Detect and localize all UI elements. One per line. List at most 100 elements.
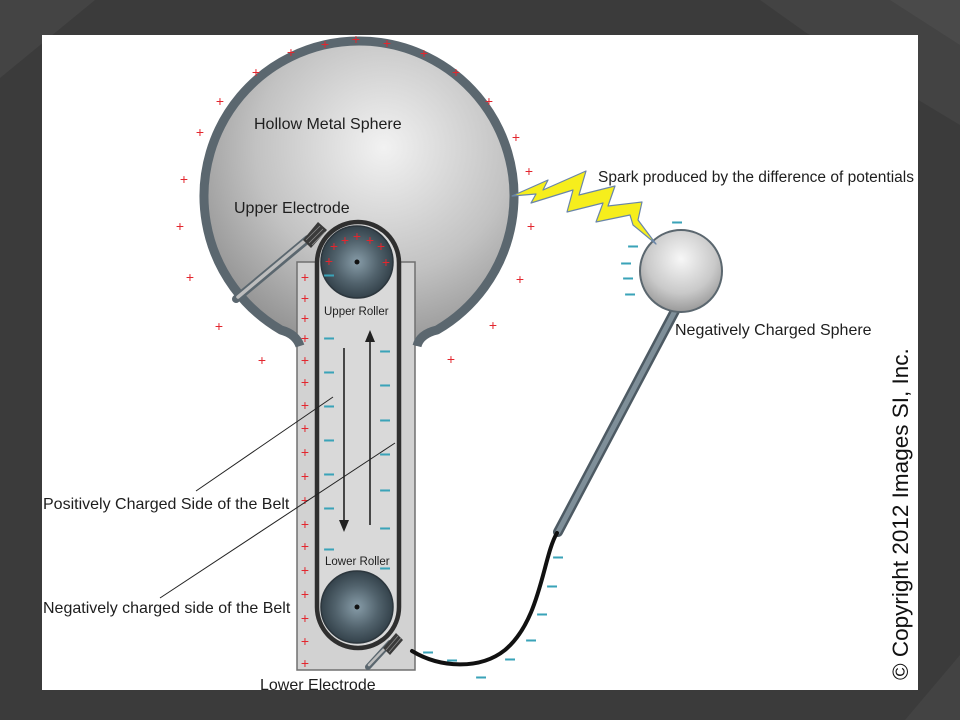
positive-charge-sign: +	[301, 330, 309, 346]
label-upper-roller: Upper Roller	[324, 306, 389, 318]
negative-charge-sign: –	[627, 235, 638, 257]
positive-charge-sign: +	[527, 218, 535, 234]
positive-charge-sign: +	[215, 318, 223, 334]
positive-charge-sign: +	[252, 64, 260, 80]
negative-charge-sign: –	[475, 666, 486, 688]
label-positive-side: Positively Charged Side of the Belt	[43, 496, 290, 513]
positive-charge-sign: +	[301, 516, 309, 532]
positive-charge-sign: +	[301, 633, 309, 649]
negative-charge-sign: –	[620, 252, 631, 274]
charge-signs: ++++++++++++++++++++++++++++++++++++++++…	[176, 31, 683, 688]
positive-charge-sign: +	[301, 397, 309, 413]
positive-charge-sign: +	[301, 310, 309, 326]
negative-charge-sign: –	[525, 629, 536, 651]
positive-charge-sign: +	[301, 444, 309, 460]
positive-charge-sign: +	[180, 171, 188, 187]
positive-charge-sign: +	[420, 45, 428, 61]
positive-charge-sign: +	[512, 129, 520, 145]
negative-charge-sign: –	[536, 603, 547, 625]
background-facet	[905, 655, 960, 720]
positive-charge-sign: +	[186, 269, 194, 285]
negative-charge-sign: –	[323, 264, 334, 286]
positive-charge-sign: +	[330, 238, 338, 254]
negative-charge-sign: –	[671, 211, 682, 233]
positive-charge-sign: +	[516, 271, 524, 287]
negative-charge-sign: –	[379, 409, 390, 431]
background-facet	[890, 0, 960, 45]
upper-electrode-brush	[303, 222, 327, 248]
label-negatively-charged-sphere: Negatively Charged Sphere	[675, 322, 872, 339]
lower-roller	[320, 570, 394, 644]
label-lower-electrode: Lower Electrode	[260, 677, 376, 694]
negative-charge-sign: –	[552, 546, 563, 568]
belt-up-arrow	[365, 330, 375, 525]
lower-electrode	[365, 633, 403, 670]
negative-charge-sign: –	[622, 267, 633, 289]
positive-charge-sign: +	[525, 163, 533, 179]
hollow-metal-sphere	[203, 41, 514, 347]
positive-charge-sign: +	[301, 492, 309, 508]
positive-charge-sign: +	[341, 232, 349, 248]
positive-charge-sign: +	[301, 269, 309, 285]
negative-charge-sign: –	[379, 479, 390, 501]
copyright-notice: © Copyright 2012 Images SI, Inc.	[888, 348, 913, 680]
label-lower-roller: Lower Roller	[325, 556, 390, 568]
positive-charge-sign: +	[287, 44, 295, 60]
positive-charge-sign: +	[301, 352, 309, 368]
positive-charge-sign: +	[301, 468, 309, 484]
positive-charge-sign: +	[176, 218, 184, 234]
positive-charge-sign: +	[301, 610, 309, 626]
negative-charge-sign: –	[323, 463, 334, 485]
positive-charge-sign: +	[382, 254, 390, 270]
positive-charge-sign: +	[485, 93, 493, 109]
positive-charge-sign: +	[301, 655, 309, 671]
positive-charge-sign: +	[216, 93, 224, 109]
positive-charge-sign: +	[377, 238, 385, 254]
connecting-wire	[410, 531, 559, 667]
positive-charge-sign: +	[196, 124, 204, 140]
lower-electrode-brush	[383, 633, 403, 655]
positive-charge-sign: +	[301, 290, 309, 306]
grounding-rod	[553, 304, 681, 537]
positive-charge-sign: +	[301, 562, 309, 578]
positive-charge-sign: +	[301, 538, 309, 554]
positive-charge-sign: +	[258, 352, 266, 368]
negative-charge-sign: –	[504, 648, 515, 670]
negative-charge-sign: –	[446, 649, 457, 671]
positive-charge-sign: +	[301, 586, 309, 602]
negative-charge-sign: –	[323, 395, 334, 417]
negative-charge-sign: –	[624, 283, 635, 305]
belt-down-arrow	[339, 348, 349, 532]
negative-charge-sign: –	[422, 641, 433, 663]
positive-charge-sign: +	[352, 31, 360, 47]
upper-electrode	[232, 222, 327, 303]
positive-charge-sign: +	[353, 228, 361, 244]
negatively-charged-sphere	[639, 229, 723, 313]
positive-charge-sign: +	[489, 317, 497, 333]
positive-charge-sign: +	[383, 35, 391, 51]
negative-charge-sign: –	[323, 361, 334, 383]
positive-charge-sign: +	[366, 232, 374, 248]
label-hollow-metal-sphere: Hollow Metal Sphere	[254, 116, 402, 133]
label-spark: Spark produced by the difference of pote…	[598, 169, 914, 186]
negative-charge-sign: –	[323, 327, 334, 349]
negative-charge-sign: –	[323, 429, 334, 451]
positive-charge-sign: +	[301, 420, 309, 436]
negative-charge-sign: –	[379, 443, 390, 465]
leader-line-negative-side	[159, 442, 396, 599]
spark-bolt	[511, 170, 657, 245]
negative-charge-sign: –	[323, 538, 334, 560]
negative-charge-sign: –	[379, 374, 390, 396]
positive-charge-sign: +	[447, 351, 455, 367]
leader-line-positive-side	[195, 396, 334, 492]
negative-charge-sign: –	[379, 340, 390, 362]
label-upper-electrode: Upper Electrode	[234, 200, 350, 217]
negative-charge-sign: –	[379, 517, 390, 539]
negative-charge-sign: –	[323, 497, 334, 519]
positive-charge-sign: +	[452, 64, 460, 80]
charging-belt	[314, 219, 402, 651]
negative-charge-sign: –	[546, 575, 557, 597]
negative-charge-sign: –	[379, 557, 390, 579]
